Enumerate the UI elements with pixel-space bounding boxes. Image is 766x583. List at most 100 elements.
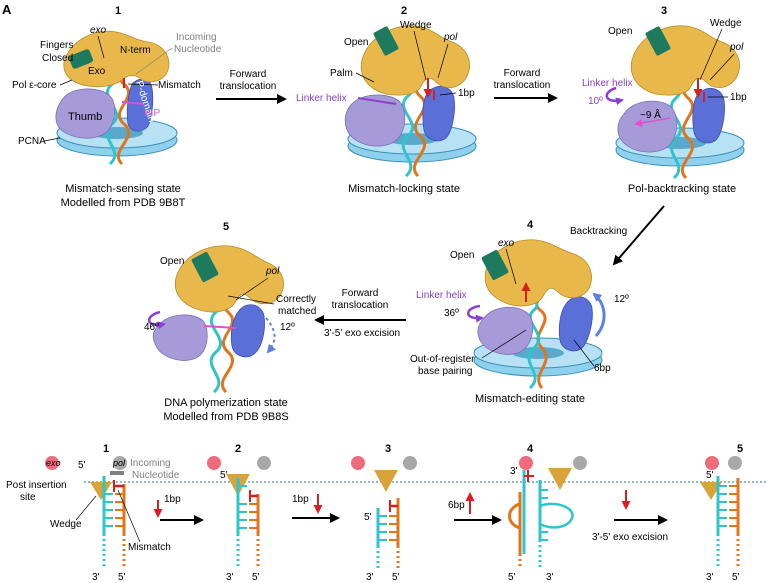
label-correct-1: Correctly <box>276 294 316 305</box>
leader-wedge <box>699 28 723 81</box>
transition-arrow <box>612 205 665 266</box>
transition-3-4: Backtracking <box>570 205 665 266</box>
caption-source: Modelled from PDB 9B8T <box>61 197 186 209</box>
state-4-mismatch-editing: 4 exo Open Linker helix 36º 12º 6bp Out-… <box>410 219 629 405</box>
label-open: Open <box>160 256 184 267</box>
transition-label-2: translocation <box>494 80 551 91</box>
schematic-2: 2 5' 3' 5' <box>207 443 271 583</box>
thumb-domain <box>55 88 116 139</box>
label-wedge: Wedge <box>710 18 742 29</box>
wedge <box>90 482 112 500</box>
step-label: 1bp <box>164 494 181 505</box>
panel-letter: A <box>2 2 12 17</box>
leader-bp <box>573 339 595 367</box>
leader-pol <box>709 53 735 81</box>
state-number: 5 <box>223 221 229 233</box>
transition-2-3: Forward translocation <box>494 68 558 103</box>
exo-site <box>705 456 719 470</box>
fingers-domain <box>481 250 509 280</box>
leader-exo <box>97 35 105 59</box>
label-three-bottom: 3' <box>366 572 374 583</box>
pol-site <box>728 456 742 470</box>
pol-site <box>113 456 127 470</box>
state-2-mismatch-locking: 2 Open Wedge pol Palm Linker helix 1bp M… <box>296 5 477 195</box>
transition-label: Forward <box>230 69 267 80</box>
label-five-prime: 5' <box>78 460 86 471</box>
state-number: 3 <box>385 443 391 455</box>
label-angle-left: 36º <box>444 308 459 319</box>
base-pairs <box>378 515 398 541</box>
schematic-1: 1 exo pol Incoming Nucleotide 5' Post in… <box>6 443 180 583</box>
pol-core-body <box>484 239 592 307</box>
pip-segment <box>121 101 145 105</box>
rotation-arrow-right <box>592 292 606 337</box>
caption: Mismatch-locking state <box>348 183 460 195</box>
leader-pol-core <box>59 79 73 86</box>
label-pol-core: Pol ε-core <box>12 80 57 91</box>
leader-pol <box>437 43 449 79</box>
duplex <box>236 478 260 566</box>
state-1-mismatch-sensing: 1 exo Fingers Closed Pol ε-core Exo N-te… <box>12 5 222 209</box>
duplex <box>716 476 740 566</box>
caption: Mismatch-editing state <box>475 393 585 405</box>
fingers-domain <box>645 26 671 56</box>
label-five-bottom: 5' <box>118 572 126 583</box>
rotation-arrow-right <box>265 317 276 354</box>
p-domain <box>422 85 455 142</box>
state-number: 4 <box>527 443 534 455</box>
caption-source: Modelled from PDB 9B8S <box>163 411 288 423</box>
label-five-prime: 5' <box>706 470 714 481</box>
label-thumb: Thumb <box>68 111 102 123</box>
label-pcna: PCNA <box>18 136 46 147</box>
label-angle-right: 12º <box>280 322 295 333</box>
label-mismatch: Mismatch <box>158 80 201 91</box>
label-three-prime: 3' <box>510 466 518 477</box>
label-five-prime: 5' <box>220 470 228 481</box>
base-pairs <box>718 485 738 527</box>
label-incoming-1: Incoming <box>176 32 217 43</box>
rotation-arrow <box>605 86 624 106</box>
label-closed: Closed <box>42 53 73 64</box>
label-open: Open <box>450 250 474 261</box>
p-domain <box>692 87 725 144</box>
leader-pol <box>235 277 269 301</box>
state-number: 2 <box>235 443 241 455</box>
pol-site <box>257 456 271 470</box>
step-4: 3'-5' exo excision <box>592 490 668 543</box>
label-correct-2: matched <box>278 306 316 317</box>
base-pairs <box>104 493 124 527</box>
step-2: 1bp <box>292 494 340 523</box>
thumb-domain <box>152 314 208 361</box>
label-three-bottom: 3' <box>706 572 714 583</box>
exo-site <box>351 456 365 470</box>
leader-correct <box>227 295 275 305</box>
label-open: Open <box>608 26 632 37</box>
base-pairs <box>238 485 258 529</box>
label-three-bottom: 3' <box>546 572 554 583</box>
state-number: 4 <box>527 219 534 231</box>
label-fingers: Fingers <box>40 40 73 51</box>
duplex <box>102 476 126 566</box>
label-mismatch: Mismatch <box>128 542 171 553</box>
transition-4-5: Forward translocation 3'-5' exo excision <box>314 288 406 339</box>
exo-site <box>519 456 533 470</box>
transition-label: Backtracking <box>570 226 627 237</box>
base-pairs <box>524 470 548 541</box>
caption: Mismatch-sensing state <box>65 183 181 195</box>
label-wedge: Wedge <box>400 20 432 31</box>
linker-helix <box>357 97 397 105</box>
label-bp: 1bp <box>730 92 747 103</box>
pip-segment <box>203 325 237 329</box>
label-five-bottom: 5' <box>732 572 740 583</box>
pcna-hole <box>512 347 564 359</box>
label-exo: exo <box>46 458 61 468</box>
transition-1-2: Forward translocation <box>216 69 287 104</box>
label-linker-helix: Linker helix <box>296 93 347 104</box>
label-post-2: site <box>20 492 36 503</box>
leader-mismatch <box>127 83 159 86</box>
fingers-domain <box>373 26 399 56</box>
leader-palm <box>355 72 375 83</box>
label-bp: 6bp <box>594 363 611 374</box>
leader-exo <box>505 248 517 285</box>
